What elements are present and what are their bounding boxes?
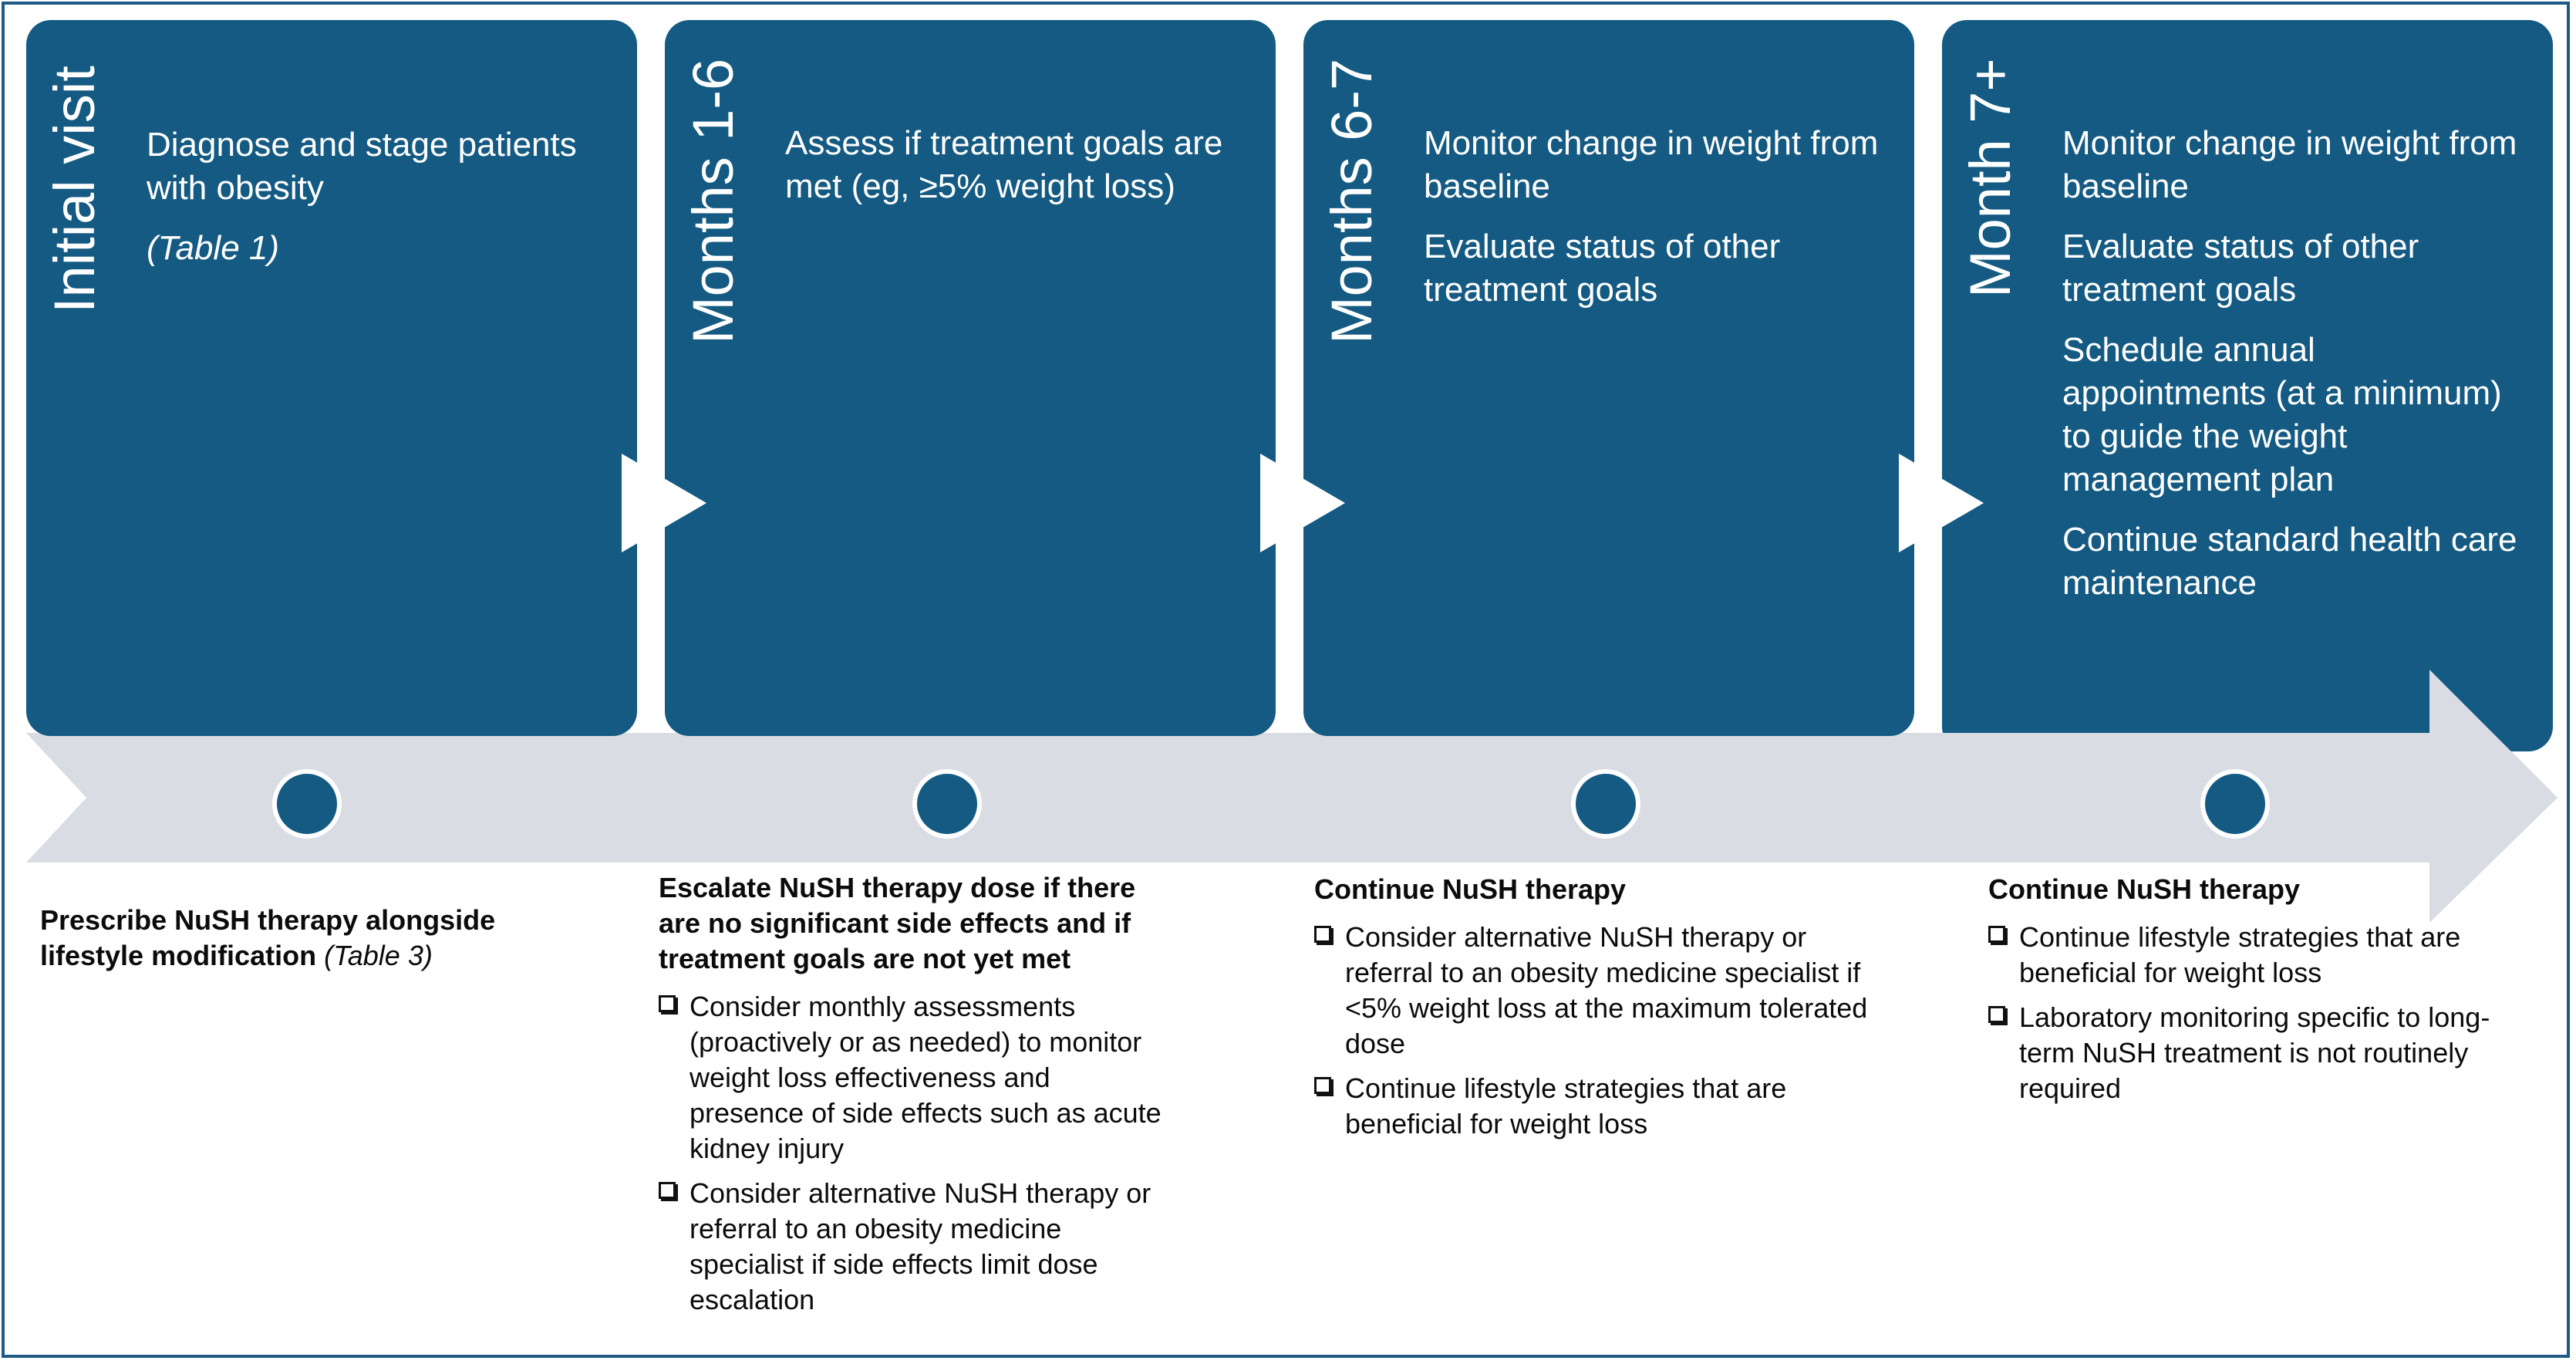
phase-tasks: Monitor change in weight from baseline E…	[1424, 122, 1886, 329]
milestone-dot-months-6-7	[1571, 769, 1640, 839]
checklist-item-text: Continue lifestyle strategies that are b…	[1345, 1072, 1787, 1139]
phase-tasks: Monitor change in weight from baseline E…	[2062, 122, 2525, 622]
phase-actions-initial-visit: Prescribe NuSH therapy alongside lifesty…	[40, 903, 541, 986]
checklist-item: Continue lifestyle strategies that are b…	[1988, 920, 2513, 991]
phase-connector-arrow	[1260, 454, 1345, 552]
checkbox-icon	[659, 995, 676, 1012]
phase-action-heading: Continue NuSH therapy	[1314, 873, 1627, 905]
milestone-dot-initial-visit	[272, 769, 342, 839]
checklist-item-text: Continue lifestyle strategies that are b…	[2019, 921, 2461, 988]
phase-task: Assess if treatment goals are met (eg, ≥…	[785, 124, 1223, 205]
phase-task: Monitor change in weight from baseline	[2062, 124, 2517, 205]
phase-connector-arrow	[622, 454, 706, 552]
checklist-item: Consider monthly assessments (proactivel…	[659, 989, 1168, 1166]
phase-action-heading-text: Prescribe NuSH therapy alongside lifesty…	[40, 904, 496, 971]
checklist-item-text: Consider monthly assessments (proactivel…	[690, 991, 1162, 1164]
phase-panel-months-6-7: Months 6-7 Monitor change in weight from…	[1303, 20, 1914, 736]
phase-action-heading: Escalate NuSH therapy dose if there are …	[659, 872, 1136, 974]
phase-task: Evaluate status of other treatment goals	[2062, 228, 2419, 309]
phase-tasks: Assess if treatment goals are met (eg, ≥…	[785, 122, 1248, 225]
phase-reference: (Table 1)	[147, 229, 280, 267]
phase-panel-months-1-6: Months 1-6 Assess if treatment goals are…	[665, 20, 1276, 736]
milestone-dot-months-1-6	[912, 769, 982, 839]
checkbox-icon	[1314, 1077, 1331, 1094]
checklist-item: Consider alternative NuSH therapy or ref…	[659, 1176, 1168, 1318]
phase-action-heading: Continue NuSH therapy	[1988, 873, 2301, 905]
checkbox-icon	[1988, 1006, 2005, 1023]
timeline-arrow-shape	[26, 670, 2557, 923]
phase-tasks: Diagnose and stage patients with obesity…	[147, 123, 609, 287]
checklist-item-text: Consider alternative NuSH therapy or ref…	[690, 1177, 1151, 1315]
phase-actions-months-1-6: Escalate NuSH therapy dose if there are …	[659, 870, 1168, 1327]
checklist-item: Consider alternative NuSH therapy or ref…	[1314, 920, 1885, 1062]
phase-task: Schedule annual appointments (at a minim…	[2062, 331, 2502, 498]
phase-connector-arrow	[1899, 454, 1984, 552]
phase-action-heading-reference: (Table 3)	[324, 940, 433, 971]
phase-actions-month-7-plus: Continue NuSH therapy Continue lifestyle…	[1988, 872, 2513, 1116]
phase-actions-months-6-7: Continue NuSH therapy Consider alternati…	[1314, 872, 1885, 1151]
checklist-item-text: Consider alternative NuSH therapy or ref…	[1345, 921, 1868, 1059]
phase-panel-initial-visit: Initial visit Diagnose and stage patient…	[26, 20, 637, 736]
phase-task: Evaluate status of other treatment goals	[1424, 228, 1781, 309]
checkbox-icon	[659, 1182, 676, 1199]
phase-task: Continue standard health care maintenanc…	[2062, 521, 2517, 602]
checklist-item: Laboratory monitoring specific to long-t…	[1988, 1000, 2513, 1106]
phase-task: Monitor change in weight from baseline	[1424, 124, 1879, 205]
checklist-item-text: Laboratory monitoring specific to long-t…	[2019, 1001, 2490, 1104]
checklist-item: Continue lifestyle strategies that are b…	[1314, 1071, 1885, 1142]
phase-action-heading: Prescribe NuSH therapy alongside lifesty…	[40, 903, 541, 974]
phase-panel-month-7-plus: Month 7+ Monitor change in weight from b…	[1942, 20, 2553, 751]
checkbox-icon	[1314, 926, 1331, 943]
phase-task: Diagnose and stage patients with obesity	[147, 126, 577, 207]
checkbox-icon	[1988, 926, 2005, 943]
milestone-dot-month-7-plus-overlay	[2200, 769, 2270, 839]
